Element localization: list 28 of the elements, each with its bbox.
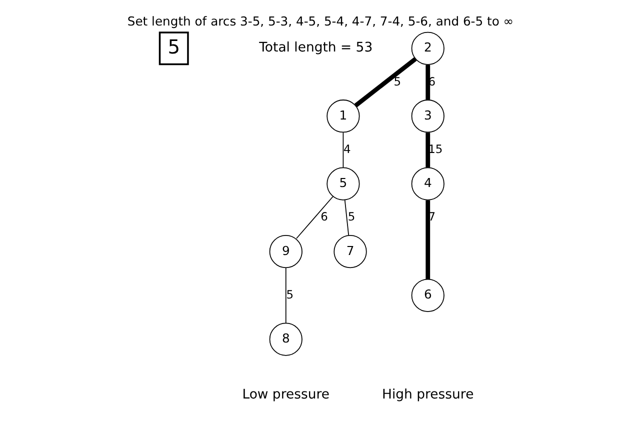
edge-label: 15: [428, 142, 442, 156]
diagram-title: Set length of arcs 3-5, 5-3, 4-5, 5-4, 4-7, 7-4, 5-6, and 6-5 to ∞: [126, 14, 514, 28]
connector: [425, 132, 430, 168]
connector: [344, 200, 349, 236]
label: High pressure: [382, 387, 474, 402]
connector: [342, 132, 344, 168]
node-circle: 8: [268, 322, 302, 356]
edge-label: 4: [343, 142, 350, 156]
node-box: 5: [158, 32, 188, 66]
node-circle: 7: [333, 234, 366, 268]
connector: [296, 196, 333, 239]
node-circle: 1: [326, 100, 360, 133]
edge-label: 5: [393, 74, 401, 88]
label: Total length = 53: [258, 40, 372, 56]
edge-label: 5: [347, 210, 355, 224]
connector: [425, 200, 430, 280]
edge-label: 6: [320, 210, 328, 224]
node-circle: 2: [410, 32, 444, 65]
node-circle: 3: [410, 100, 444, 133]
node-circle: 4: [410, 167, 444, 200]
connector: [425, 64, 430, 100]
node-circle: 9: [268, 234, 302, 268]
connector: [354, 57, 416, 108]
label: Low pressure: [242, 387, 330, 402]
node-circle: 6: [410, 278, 444, 312]
connector: [284, 267, 286, 324]
node-circle: 5: [326, 167, 360, 200]
edge-label: 5: [286, 287, 293, 302]
